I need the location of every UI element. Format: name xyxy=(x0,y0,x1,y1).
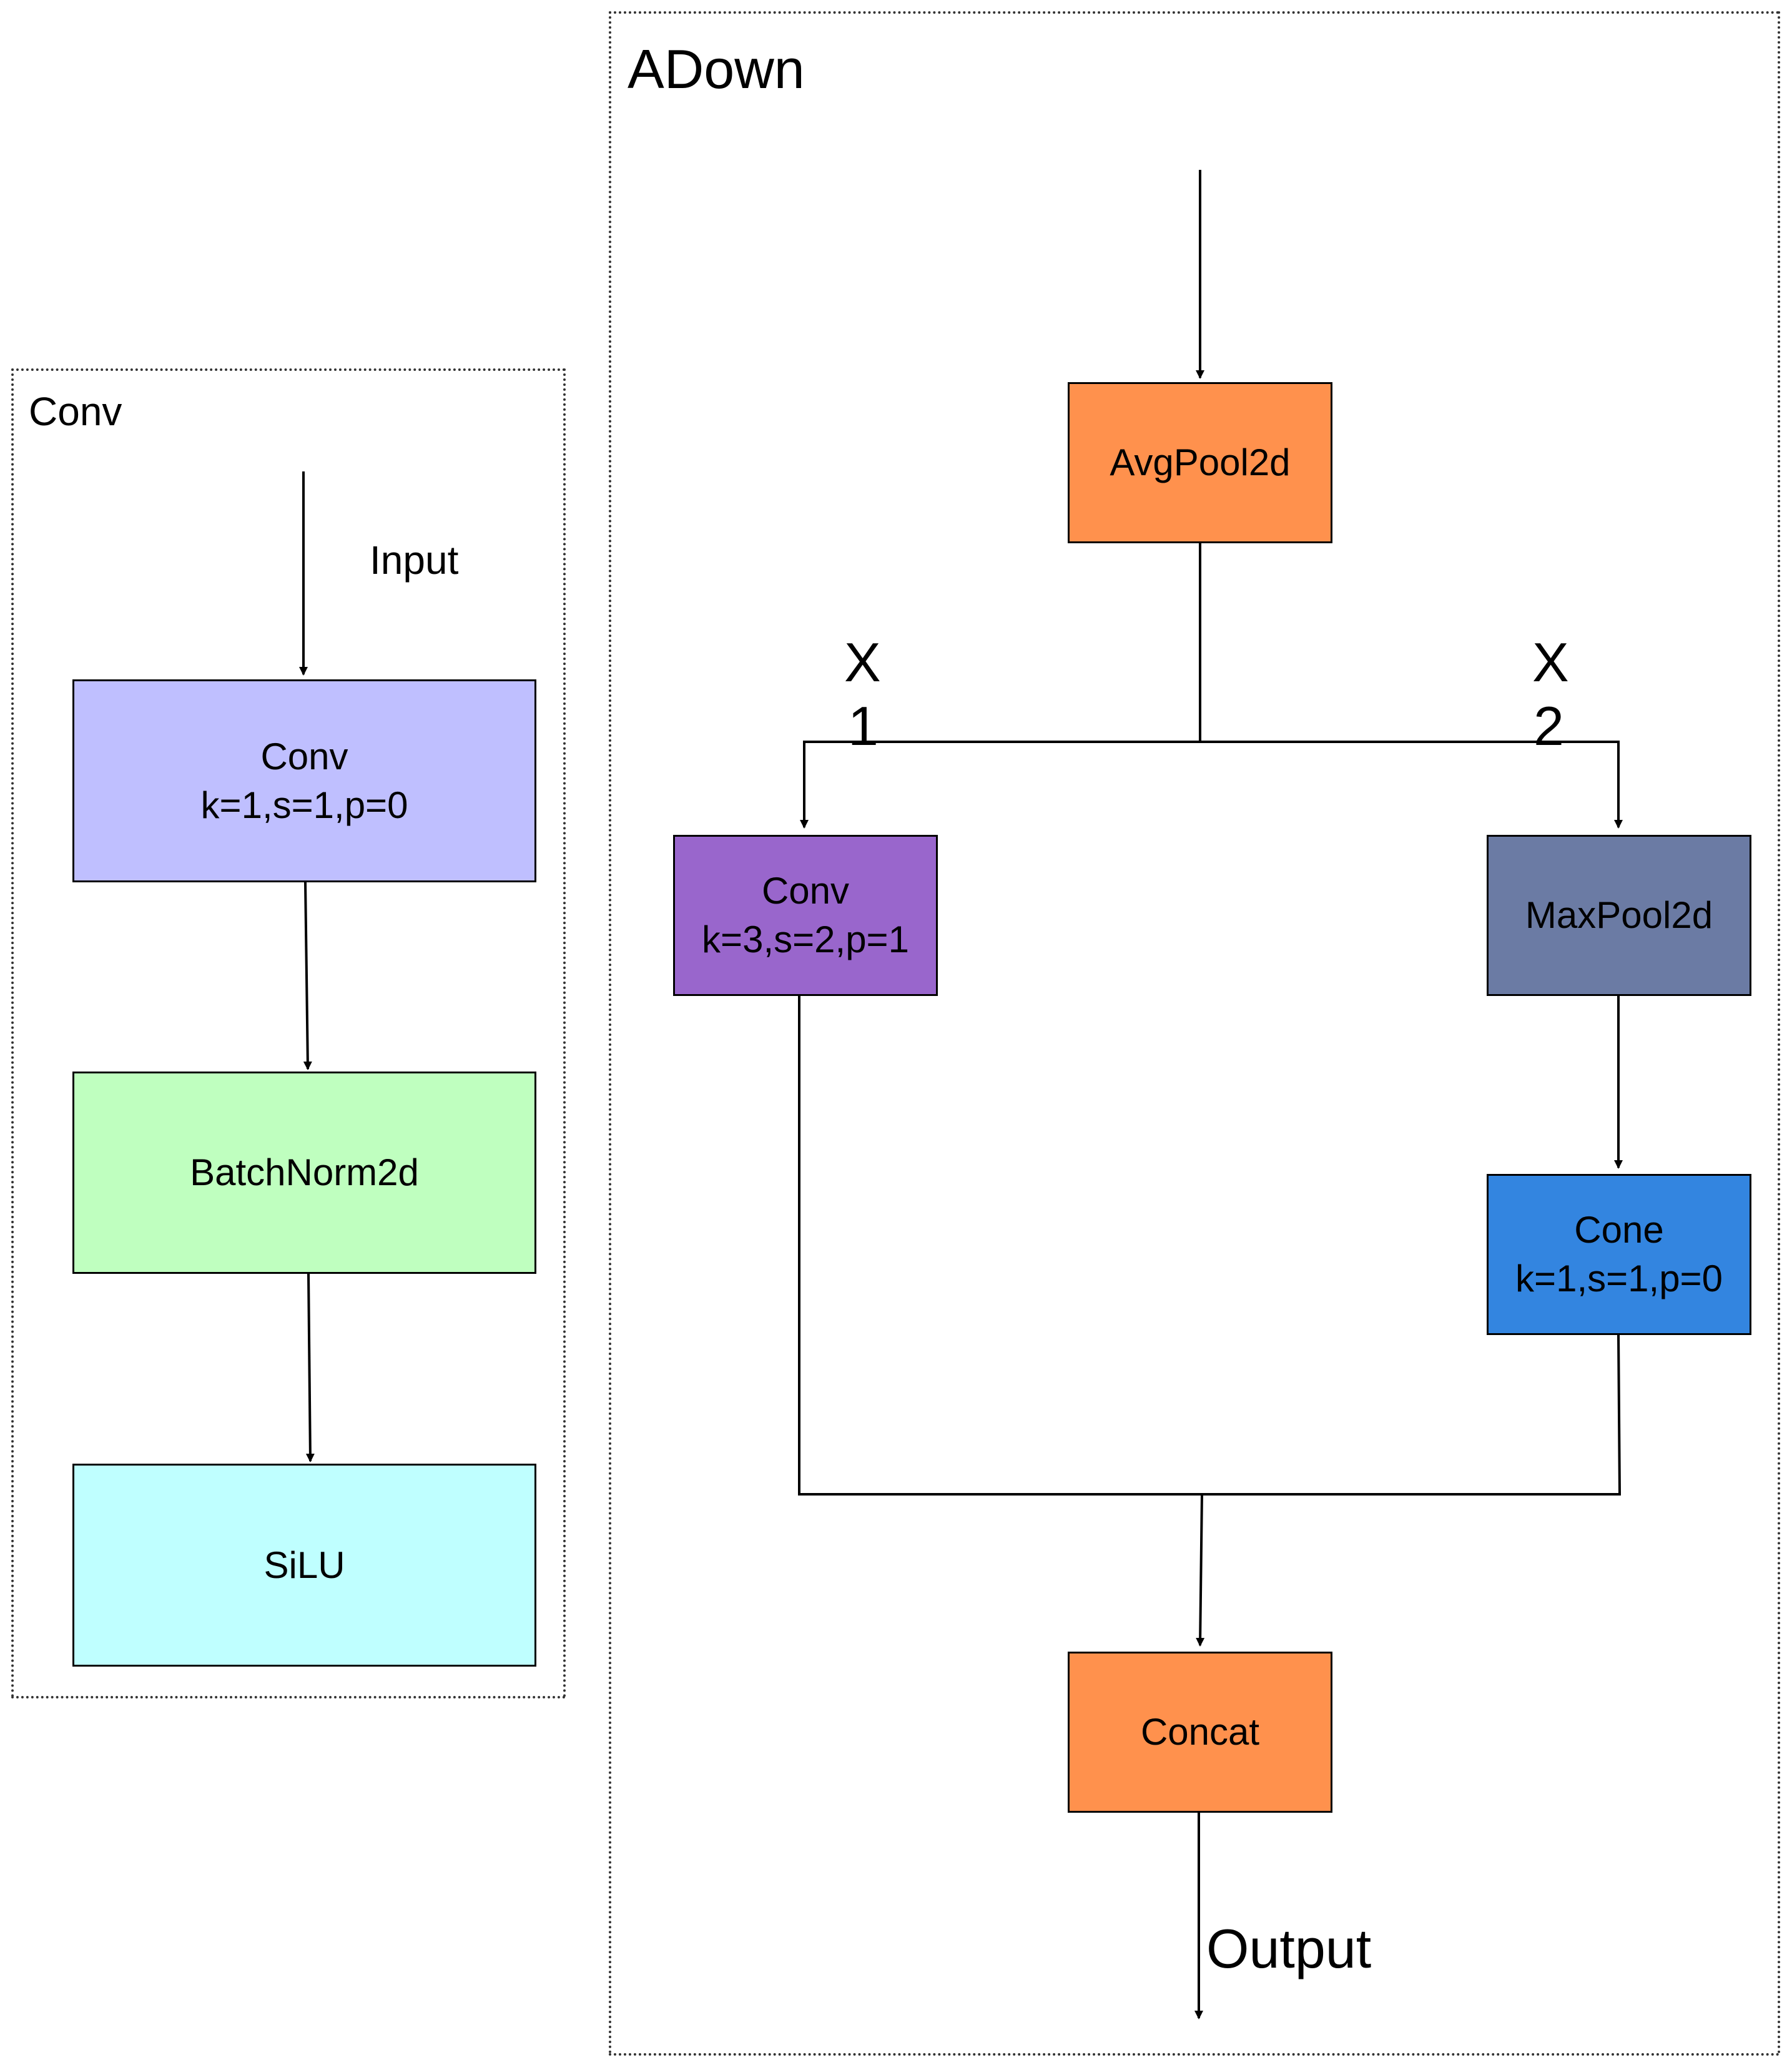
conv-group xyxy=(11,368,566,1698)
adown-group-title: ADown xyxy=(628,38,805,100)
split-to-conv-arrow xyxy=(800,741,1200,829)
conv-block-name: Conv xyxy=(260,735,348,777)
maxpool-label: MaxPool2d xyxy=(1525,894,1713,936)
maxpool-block: MaxPool2d xyxy=(1487,835,1751,996)
conv-k3-name: Conv xyxy=(761,870,850,912)
merge-to-concat-arrow xyxy=(1196,1494,1205,1647)
conv-block: Conv k=1,s=1,p=0 xyxy=(72,679,536,882)
x2-number-label: 2 xyxy=(1534,695,1564,757)
conv-k3-params: k=3,s=2,p=1 xyxy=(702,919,909,960)
avgpool-label: AvgPool2d xyxy=(1110,441,1291,483)
conv-k3-block: Conv k=3,s=2,p=1 xyxy=(673,835,938,996)
conv-block-params: k=1,s=1,p=0 xyxy=(200,784,408,826)
conv-to-batchnorm-arrow xyxy=(303,882,312,1070)
cone-block: Cone k=1,s=1,p=0 xyxy=(1487,1174,1751,1335)
x2-letter-label: X xyxy=(1532,631,1569,693)
silu-block: SiLU xyxy=(72,1464,536,1667)
input-label: Input xyxy=(370,538,459,583)
batchnorm-block: BatchNorm2d xyxy=(72,1072,536,1274)
output-label: Output xyxy=(1206,1918,1372,1979)
avgpool-block: AvgPool2d xyxy=(1068,382,1332,543)
merge-lines xyxy=(798,996,1622,1496)
conv-group-title: Conv xyxy=(29,389,122,434)
cone-name: Cone xyxy=(1574,1209,1664,1251)
batchnorm-to-silu-arrow xyxy=(305,1273,315,1462)
split-to-maxpool-arrow xyxy=(1200,741,1623,829)
x1-letter-label: X xyxy=(844,631,881,693)
batchnorm-label: BatchNorm2d xyxy=(190,1151,419,1193)
concat-label: Concat xyxy=(1140,1711,1260,1753)
silu-label: SiLU xyxy=(263,1544,345,1586)
concat-block: Concat xyxy=(1068,1652,1332,1813)
cone-params: k=1,s=1,p=0 xyxy=(1515,1258,1723,1299)
x1-number-label: 1 xyxy=(848,695,879,757)
adown-group xyxy=(609,11,1780,2056)
